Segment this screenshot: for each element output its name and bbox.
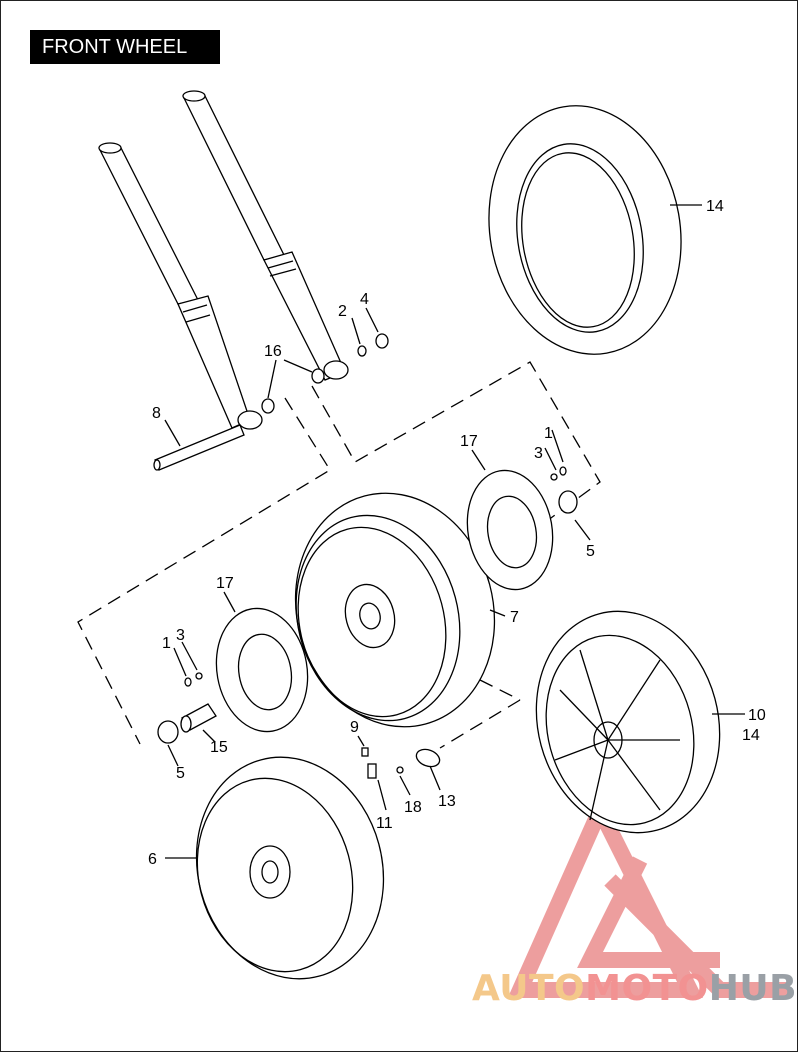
callout-6: 6 <box>148 851 157 868</box>
bearing-seal-right <box>558 490 578 514</box>
valve-cap <box>396 766 404 774</box>
axle-spacer <box>180 703 217 733</box>
bearing-seal-left <box>157 720 179 744</box>
screw-left <box>184 677 192 687</box>
callout-17-left: 17 <box>216 575 234 592</box>
leader-lines <box>164 204 745 859</box>
o-ring <box>415 748 441 768</box>
callout-5-right: 5 <box>586 543 595 560</box>
washer <box>357 345 367 357</box>
wheel-assembly-7 <box>294 492 496 728</box>
spacer-right <box>311 368 325 384</box>
disc-wheel-6 <box>195 756 385 980</box>
tire <box>488 105 682 355</box>
watermark-part-moto: MOTO <box>585 968 709 1009</box>
callout-13: 13 <box>438 793 456 810</box>
watermark-part-auto: AUTO <box>472 968 586 1009</box>
watermark-text: AUTOMOTOHUB <box>472 968 797 1009</box>
cast-wheel-9 <box>535 610 721 834</box>
washer-left <box>195 672 203 680</box>
callout-1-right: 1 <box>544 425 553 442</box>
callout-10: 8 <box>152 405 161 422</box>
washer-right <box>550 473 558 481</box>
nut <box>375 333 389 349</box>
left-fork-tube <box>98 142 263 430</box>
callout-1-left: 1 <box>162 635 171 652</box>
brake-rotor-left <box>215 607 309 733</box>
callout-14: 14 <box>742 727 760 744</box>
callout-7: 7 <box>510 609 519 626</box>
callout-17-right: 17 <box>460 433 478 450</box>
valve-stem <box>361 747 377 779</box>
diagram-title: FRONT WHEEL <box>30 30 220 64</box>
front-axle <box>153 424 245 471</box>
screw-right <box>559 466 567 476</box>
callout-8: 9 <box>350 719 359 736</box>
spacer-left <box>261 398 275 414</box>
brake-rotor-right <box>466 469 554 591</box>
watermark-part-hub: HUB <box>708 968 798 1009</box>
callout-3-right: 3 <box>534 445 543 462</box>
callout-16: 16 <box>264 343 282 360</box>
right-fork-tube <box>182 90 349 381</box>
callout-15: 15 <box>210 739 228 756</box>
callout-4: 4 <box>360 291 369 308</box>
callout-12: 14 <box>706 198 724 215</box>
callout-9: 10 <box>748 707 766 724</box>
callout-18: 18 <box>404 799 422 816</box>
callout-2: 2 <box>338 303 347 320</box>
callout-3-left: 3 <box>176 627 185 644</box>
callout-11: 11 <box>376 815 393 832</box>
callout-5-left: 5 <box>176 765 185 782</box>
